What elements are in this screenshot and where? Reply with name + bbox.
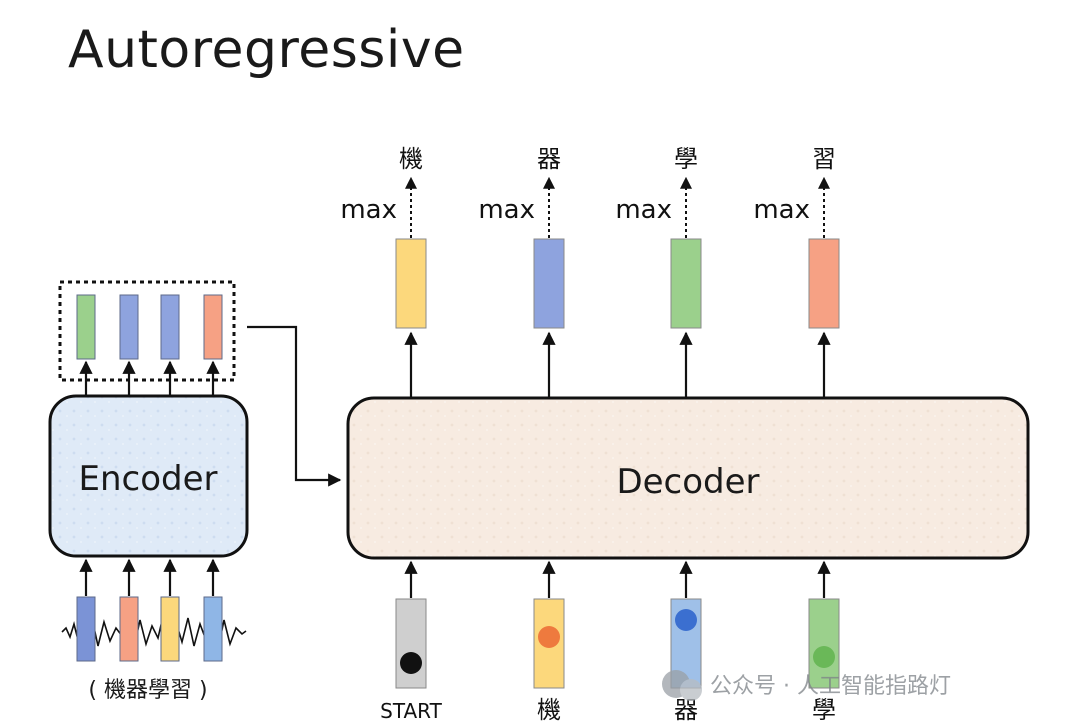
max-label: max xyxy=(340,195,397,225)
decoder-output-vector xyxy=(395,238,427,329)
watermark-text: 公众号 · 人工智能指路灯 xyxy=(710,674,951,699)
decoder-label: Decoder xyxy=(616,462,759,502)
encoder-box xyxy=(48,394,249,558)
encoder-output-vectors xyxy=(76,294,223,396)
encoder-input-vector xyxy=(160,596,180,662)
encoder-input-vector xyxy=(76,596,96,662)
decoder-output-vector xyxy=(670,238,702,329)
encoder-to-decoder-arrow xyxy=(247,325,342,487)
encoder-input-vector xyxy=(119,596,139,662)
decoder-box xyxy=(346,396,1030,560)
decoder-output-vector xyxy=(533,238,565,329)
encoder-label: Encoder xyxy=(78,459,217,499)
decoder-input-vectors: START 機 器 學 xyxy=(380,560,840,724)
max-label: max xyxy=(478,195,535,225)
input-token-dot xyxy=(675,609,697,631)
decoder-input-vector xyxy=(808,598,840,689)
input-token-dot xyxy=(400,652,422,674)
watermark: 公众号 · 人工智能指路灯 xyxy=(662,670,951,701)
decoder-input-vector xyxy=(395,598,427,689)
page-title: Autoregressive xyxy=(68,20,465,80)
max-label: max xyxy=(753,195,810,225)
encoder-output-vector xyxy=(76,294,96,360)
encoder-output-vector xyxy=(160,294,180,360)
encoder-input-vectors xyxy=(76,558,223,662)
encoder-output-vector xyxy=(119,294,139,360)
output-token: 機 xyxy=(399,145,423,173)
decoder-input-label: 機 xyxy=(537,696,561,724)
output-token: 學 xyxy=(674,145,698,173)
decoder-output-vector xyxy=(808,238,840,329)
decoder-input-label: 器 xyxy=(674,696,698,724)
max-label: max xyxy=(615,195,672,225)
encoder-output-vector xyxy=(203,294,223,360)
output-token: 習 xyxy=(812,145,836,173)
encoder-input-vector xyxy=(203,596,223,662)
input-token-dot xyxy=(538,626,560,648)
output-token: 器 xyxy=(537,145,561,173)
encoder-input-caption: ( 機器學習 ) xyxy=(88,678,207,703)
decoder-input-label: START xyxy=(380,699,442,723)
decoder-input-label: 學 xyxy=(812,696,836,724)
input-token-dot xyxy=(813,646,835,668)
